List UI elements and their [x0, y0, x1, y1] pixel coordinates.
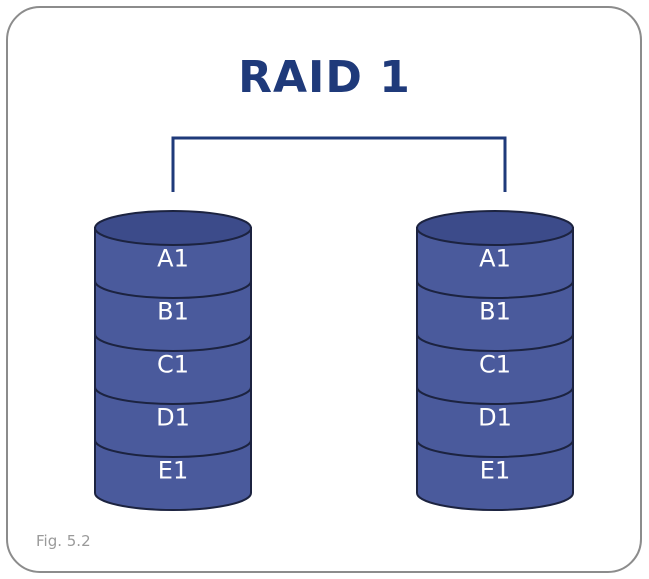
segment-divider: [416, 280, 574, 299]
disk-body: [416, 227, 574, 511]
disk-top: [416, 210, 574, 246]
block-label: D1: [478, 404, 512, 432]
segment-divider: [94, 333, 252, 352]
disk-top: [94, 210, 252, 246]
block-label: E1: [158, 457, 188, 485]
block-label: C1: [157, 351, 189, 379]
segment-divider: [416, 333, 574, 352]
segment-divider: [94, 386, 252, 405]
segment-divider: [94, 280, 252, 299]
mirror-connector: [171, 136, 507, 192]
block-label: C1: [479, 351, 511, 379]
block-label: B1: [479, 298, 511, 326]
disk-body: [94, 227, 252, 511]
block-label: A1: [479, 245, 511, 273]
segment-divider: [94, 439, 252, 458]
block-label: D1: [156, 404, 190, 432]
block-label: E1: [480, 457, 510, 485]
figure-caption: Fig. 5.2: [36, 532, 91, 550]
block-label: B1: [157, 298, 189, 326]
segment-divider: [416, 386, 574, 405]
block-label: A1: [157, 245, 189, 273]
segment-divider: [416, 439, 574, 458]
diagram-title: RAID 1: [238, 52, 411, 103]
